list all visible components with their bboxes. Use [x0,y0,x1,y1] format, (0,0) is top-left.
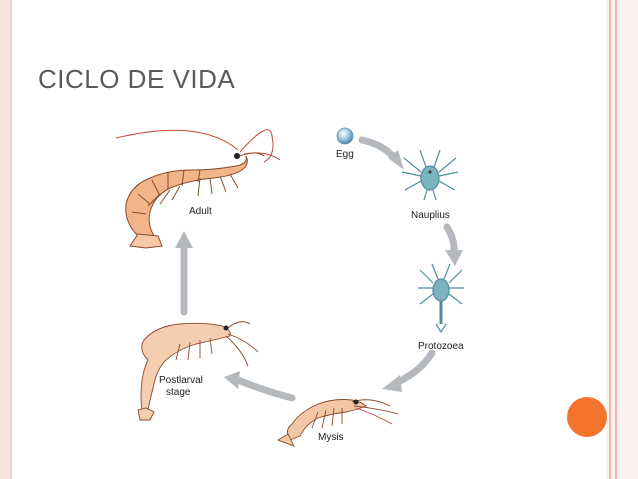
label-postlarval-line1: Postlarval [159,375,203,386]
nauplius-illustration [401,149,459,201]
egg-illustration [336,127,354,145]
label-protozoea: Protozoea [418,341,464,352]
adult-shrimp-illustration [115,129,281,249]
label-egg: Egg [336,149,354,160]
protozoea-illustration [418,263,464,334]
decorative-orange-circle [567,397,607,437]
arrow-postlarval-to-adult [175,231,193,316]
arrow-mysis-to-postlarval [224,371,296,402]
right-border-line [609,0,611,479]
left-border-decoration [0,0,10,479]
left-border-line [10,0,12,479]
arrow-egg-to-nauplius [358,136,404,170]
mysis-illustration [276,399,399,447]
right-border-line [615,0,617,479]
arrow-protozoea-to-mysis [382,349,436,392]
label-nauplius: Nauplius [411,210,450,221]
postlarval-illustration [137,321,259,421]
slide-title: CICLO DE VIDA [38,64,236,94]
label-mysis: Mysis [318,432,344,443]
label-adult: Adult [189,206,212,217]
label-postlarval-line2: stage [166,387,191,398]
right-border-decoration [606,0,638,479]
arrow-nauplius-to-protozoea [443,223,463,266]
